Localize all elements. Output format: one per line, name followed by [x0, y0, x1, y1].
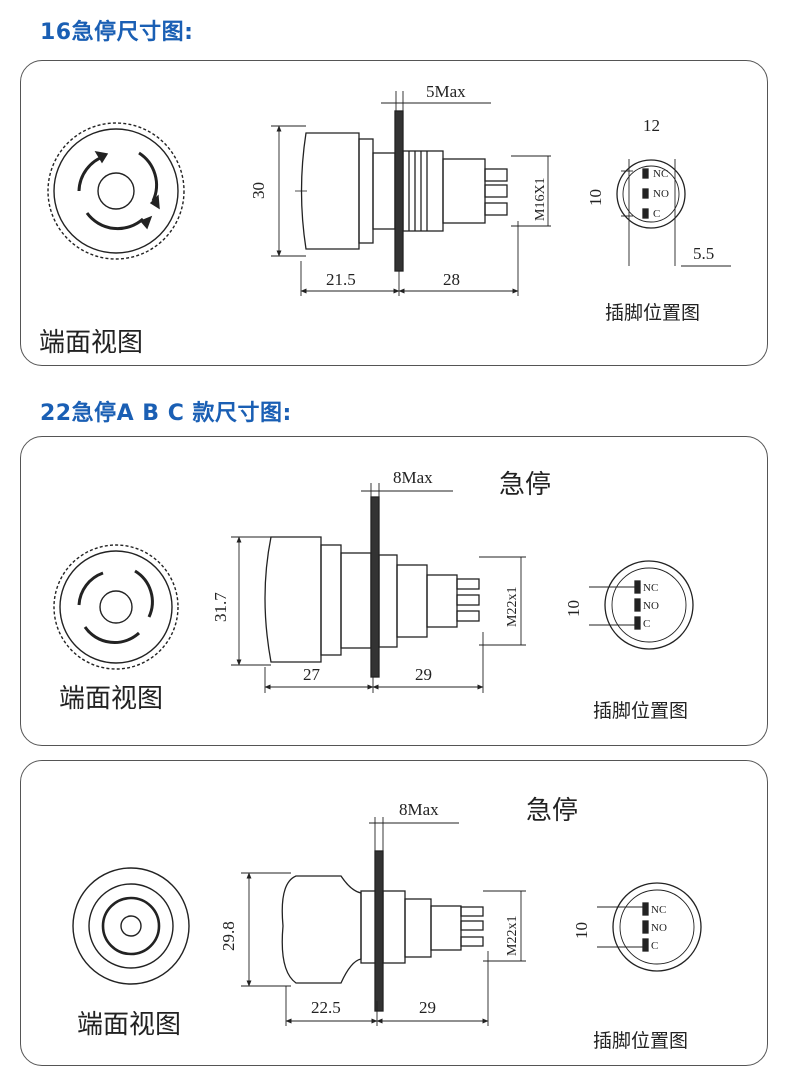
dim-body: 29 — [415, 665, 432, 684]
dimension-drawing-22mm-b: 急停 端面视图 8Max 29.8 22 — [72, 796, 702, 1052]
end-view-label: 端面视图 — [59, 684, 163, 713]
pin-dim-height: 10 — [572, 922, 591, 939]
pin-c: C — [643, 618, 650, 630]
pin-layout-icon — [589, 560, 694, 650]
end-view-icon — [47, 122, 185, 260]
dim-front: 27 — [303, 665, 321, 684]
section-heading-16: 16急停尺寸图: — [40, 20, 194, 45]
dim-body: 28 — [443, 270, 460, 289]
pin-c: C — [653, 208, 660, 220]
diagram-panel-22mm-a: 急停 端面视图 — [20, 436, 768, 746]
end-view-icon — [72, 867, 190, 985]
diagram-panel-22mm-b: 急停 端面视图 8Max 29.8 22 — [20, 760, 768, 1066]
pin-nc: NC — [653, 168, 668, 180]
pin-dim-offset: 5.5 — [693, 244, 714, 263]
dim-max: 8Max — [393, 468, 433, 487]
diagram-panel-16mm: 端面视图 5Max 30 21.5 28 M1 — [20, 60, 768, 366]
end-view-icon — [53, 544, 179, 670]
pin-layout-label: 插脚位置图 — [593, 1030, 688, 1052]
section-heading-22: 22急停A B C 款尺寸图: — [40, 401, 292, 426]
pin-dim-height: 10 — [564, 600, 583, 617]
dimension-drawing-22mm-a: 急停 端面视图 — [53, 468, 694, 722]
dim-height: 31.7 — [211, 592, 230, 622]
pin-no: NO — [653, 188, 669, 200]
side-view-drawing — [264, 496, 480, 678]
dim-thread: M22x1 — [505, 587, 520, 627]
side-view-drawing — [295, 110, 508, 272]
panel-title: 急停 — [526, 796, 578, 825]
end-view-label: 端面视图 — [39, 328, 143, 357]
end-view-label: 端面视图 — [77, 1010, 181, 1039]
dim-front: 22.5 — [311, 998, 341, 1017]
dim-max: 5Max — [426, 82, 466, 101]
dim-height: 30 — [249, 182, 268, 199]
pin-layout-icon — [597, 882, 702, 972]
dim-thread: M16X1 — [533, 177, 548, 221]
pin-no: NO — [643, 600, 659, 612]
pin-layout-label: 插脚位置图 — [593, 700, 688, 722]
pin-dim-width: 12 — [643, 116, 660, 135]
pin-no: NO — [651, 922, 667, 934]
side-view-drawing — [281, 850, 484, 1012]
dimension-drawing-16mm: 端面视图 5Max 30 21.5 28 M1 — [39, 82, 731, 357]
pin-c: C — [651, 940, 658, 952]
pin-layout-label: 插脚位置图 — [605, 302, 700, 324]
panel-title: 急停 — [499, 470, 551, 499]
dim-thread: M22x1 — [505, 916, 520, 956]
pin-layout-icon — [616, 159, 731, 267]
dim-max: 8Max — [399, 800, 439, 819]
pin-nc: NC — [651, 904, 666, 916]
dim-front: 21.5 — [326, 270, 356, 289]
pin-nc: NC — [643, 582, 658, 594]
dim-height: 29.8 — [219, 921, 238, 951]
dim-body: 29 — [419, 998, 436, 1017]
pin-dim-height: 10 — [586, 189, 605, 206]
